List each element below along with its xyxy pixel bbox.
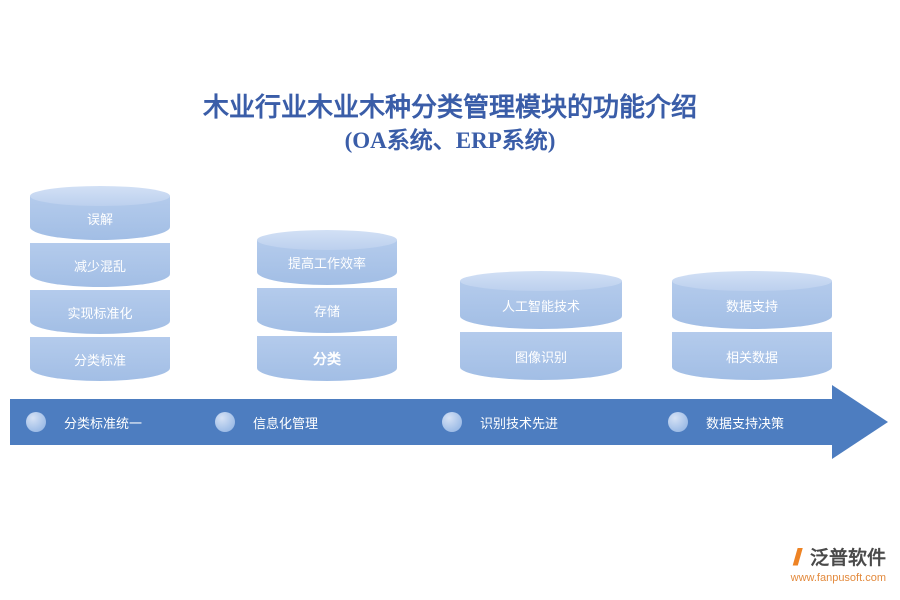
process-step-4: 数据支持决策 — [668, 399, 784, 445]
step-dot-icon — [26, 412, 46, 432]
segment-label: 人工智能技术 — [501, 298, 580, 314]
segment-label: 图像识别 — [514, 349, 567, 365]
cylinder-segment: 图像识别 — [460, 332, 622, 380]
cylinder-cap — [30, 186, 170, 206]
step-label: 信息化管理 — [253, 415, 319, 431]
cylinder-stack-3: 人工智能技术 图像识别 — [460, 271, 622, 380]
cylinder-segment: 存储 — [257, 288, 397, 333]
segment-label: 数据支持 — [725, 298, 778, 314]
segment-label: 误解 — [86, 211, 113, 227]
cylinder-cap — [672, 271, 832, 291]
segment-label: 分类 — [313, 350, 341, 367]
cylinder-stack-4: 数据支持 相关数据 — [672, 271, 832, 380]
step-label: 分类标准统一 — [64, 415, 143, 431]
page-subtitle: (OA系统、ERP系统) — [344, 128, 556, 153]
cylinder-segment: 分类 — [257, 336, 397, 381]
cylinder-cap — [460, 271, 622, 291]
segment-label: 相关数据 — [725, 349, 778, 365]
page-title: 木业行业木业木种分类管理模块的功能介绍 — [202, 93, 697, 122]
cylinder-segment: 人工智能技术 — [460, 281, 622, 329]
process-arrow — [10, 399, 832, 445]
cylinder-segment: 数据支持 — [672, 281, 832, 329]
process-step-1: 分类标准统一 — [26, 399, 142, 445]
fanpu-logo-icon — [792, 547, 803, 566]
brand-url: www.fanpusoft.com — [790, 572, 886, 584]
brand-name: 泛普软件 — [809, 548, 886, 569]
cylinder-segment: 分类标准 — [30, 337, 170, 381]
step-dot-icon — [215, 412, 235, 432]
segment-label: 减少混乱 — [73, 258, 126, 274]
segment-label: 存储 — [313, 304, 340, 319]
process-step-2: 信息化管理 — [215, 399, 318, 445]
process-step-3: 识别技术先进 — [442, 399, 558, 445]
segment-label: 实现标准化 — [67, 305, 133, 321]
step-dot-icon — [442, 412, 462, 432]
cylinder-segment: 减少混乱 — [30, 243, 170, 287]
cylinder-stack-2: 提高工作效率 存储 分类 — [257, 230, 397, 381]
process-arrow-head — [832, 385, 888, 459]
step-label: 识别技术先进 — [480, 415, 559, 431]
segment-label: 分类标准 — [73, 352, 126, 368]
cylinder-stack-1: 误解 减少混乱 实现标准化 分类标准 — [30, 186, 170, 381]
cylinder-segment: 相关数据 — [672, 332, 832, 380]
cylinder-segment: 实现标准化 — [30, 290, 170, 334]
brand-watermark: 泛普软件 www.fanpusoft.com — [790, 543, 886, 584]
cylinder-cap — [257, 230, 397, 250]
step-label: 数据支持决策 — [706, 415, 785, 431]
segment-label: 提高工作效率 — [287, 256, 366, 271]
step-dot-icon — [668, 412, 688, 432]
